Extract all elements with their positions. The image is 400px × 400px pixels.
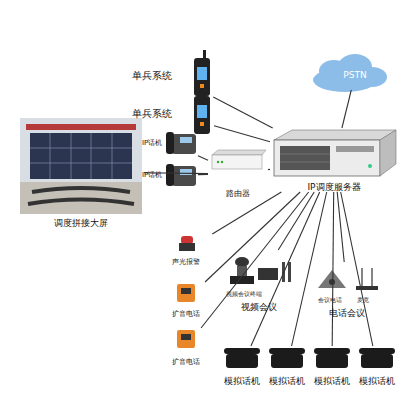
device-label: IP话机 xyxy=(142,139,162,147)
cloud-symbol xyxy=(313,54,387,92)
network-link xyxy=(213,97,272,128)
network-link xyxy=(332,192,333,346)
device-node: IP话机 xyxy=(142,130,198,156)
device-node: 调度拼接大屏 xyxy=(18,116,144,228)
network-link xyxy=(341,192,373,346)
device-node: 路由器 xyxy=(208,150,268,198)
device-label: 单兵系统 xyxy=(132,70,172,82)
device-node: 扩音电话 xyxy=(150,328,222,366)
loudspeaker-phone-symbol xyxy=(177,330,195,348)
device-node: 模拟话机 xyxy=(310,346,354,386)
device-label: 模拟话机 xyxy=(269,376,305,386)
device-label: 模拟话机 xyxy=(359,376,395,386)
device-label: IP话机 xyxy=(142,171,162,179)
device-label: IP调度服务器 xyxy=(307,182,360,192)
server-symbol xyxy=(274,130,396,176)
router-symbol xyxy=(212,150,266,169)
device-label: 扩音电话 xyxy=(172,310,200,318)
network-link xyxy=(278,192,314,250)
device-label: PSTN xyxy=(343,70,366,80)
network-link xyxy=(201,192,309,328)
part-label: 视频会议终端 xyxy=(226,290,262,299)
device-node: 扩音电话 xyxy=(150,282,222,318)
radio-symbol xyxy=(194,88,210,134)
device-label: 单兵系统 xyxy=(132,108,172,120)
device-node: 单兵系统 xyxy=(132,55,214,97)
network-link xyxy=(342,90,351,128)
device-label: 调度拼接大屏 xyxy=(54,218,108,228)
network-link xyxy=(198,156,208,161)
device-label: 路由器 xyxy=(226,189,250,198)
device-label: 声光报警 xyxy=(172,258,200,266)
device-node: 模拟话机 xyxy=(355,346,399,386)
device-node: PSTN xyxy=(322,60,388,90)
radio-symbol xyxy=(194,50,210,96)
ip-phone-symbol xyxy=(166,164,196,186)
device-label: 视频会议 xyxy=(241,302,277,312)
network-link xyxy=(214,126,270,142)
device-node: 电话会议 xyxy=(304,262,390,318)
device-label: 扩音电话 xyxy=(172,358,200,366)
part-label: 麦克 xyxy=(357,296,369,305)
analog-phone-symbol xyxy=(224,348,395,368)
device-node: 模拟话机 xyxy=(220,346,264,386)
video-wall-symbol xyxy=(20,118,142,214)
device-label: 电话会议 xyxy=(329,308,365,318)
device-node: IP话机 xyxy=(142,162,198,188)
device-node: IP调度服务器 xyxy=(270,128,398,192)
alarm-symbol xyxy=(179,236,195,251)
network-link xyxy=(212,192,281,234)
device-node: 视频会议 xyxy=(222,250,296,312)
network-link xyxy=(292,192,327,346)
part-label: 会议电话 xyxy=(318,296,342,305)
device-node: 声光报警 xyxy=(150,234,222,266)
conference-phone-symbol xyxy=(318,268,378,290)
device-label: 模拟话机 xyxy=(224,376,260,386)
network-link xyxy=(268,169,270,170)
device-node: 单兵系统 xyxy=(132,93,214,135)
device-label: 模拟话机 xyxy=(314,376,350,386)
device-node: 模拟话机 xyxy=(265,346,309,386)
ip-phone-symbol xyxy=(166,132,196,154)
loudspeaker-phone-symbol xyxy=(177,284,195,302)
